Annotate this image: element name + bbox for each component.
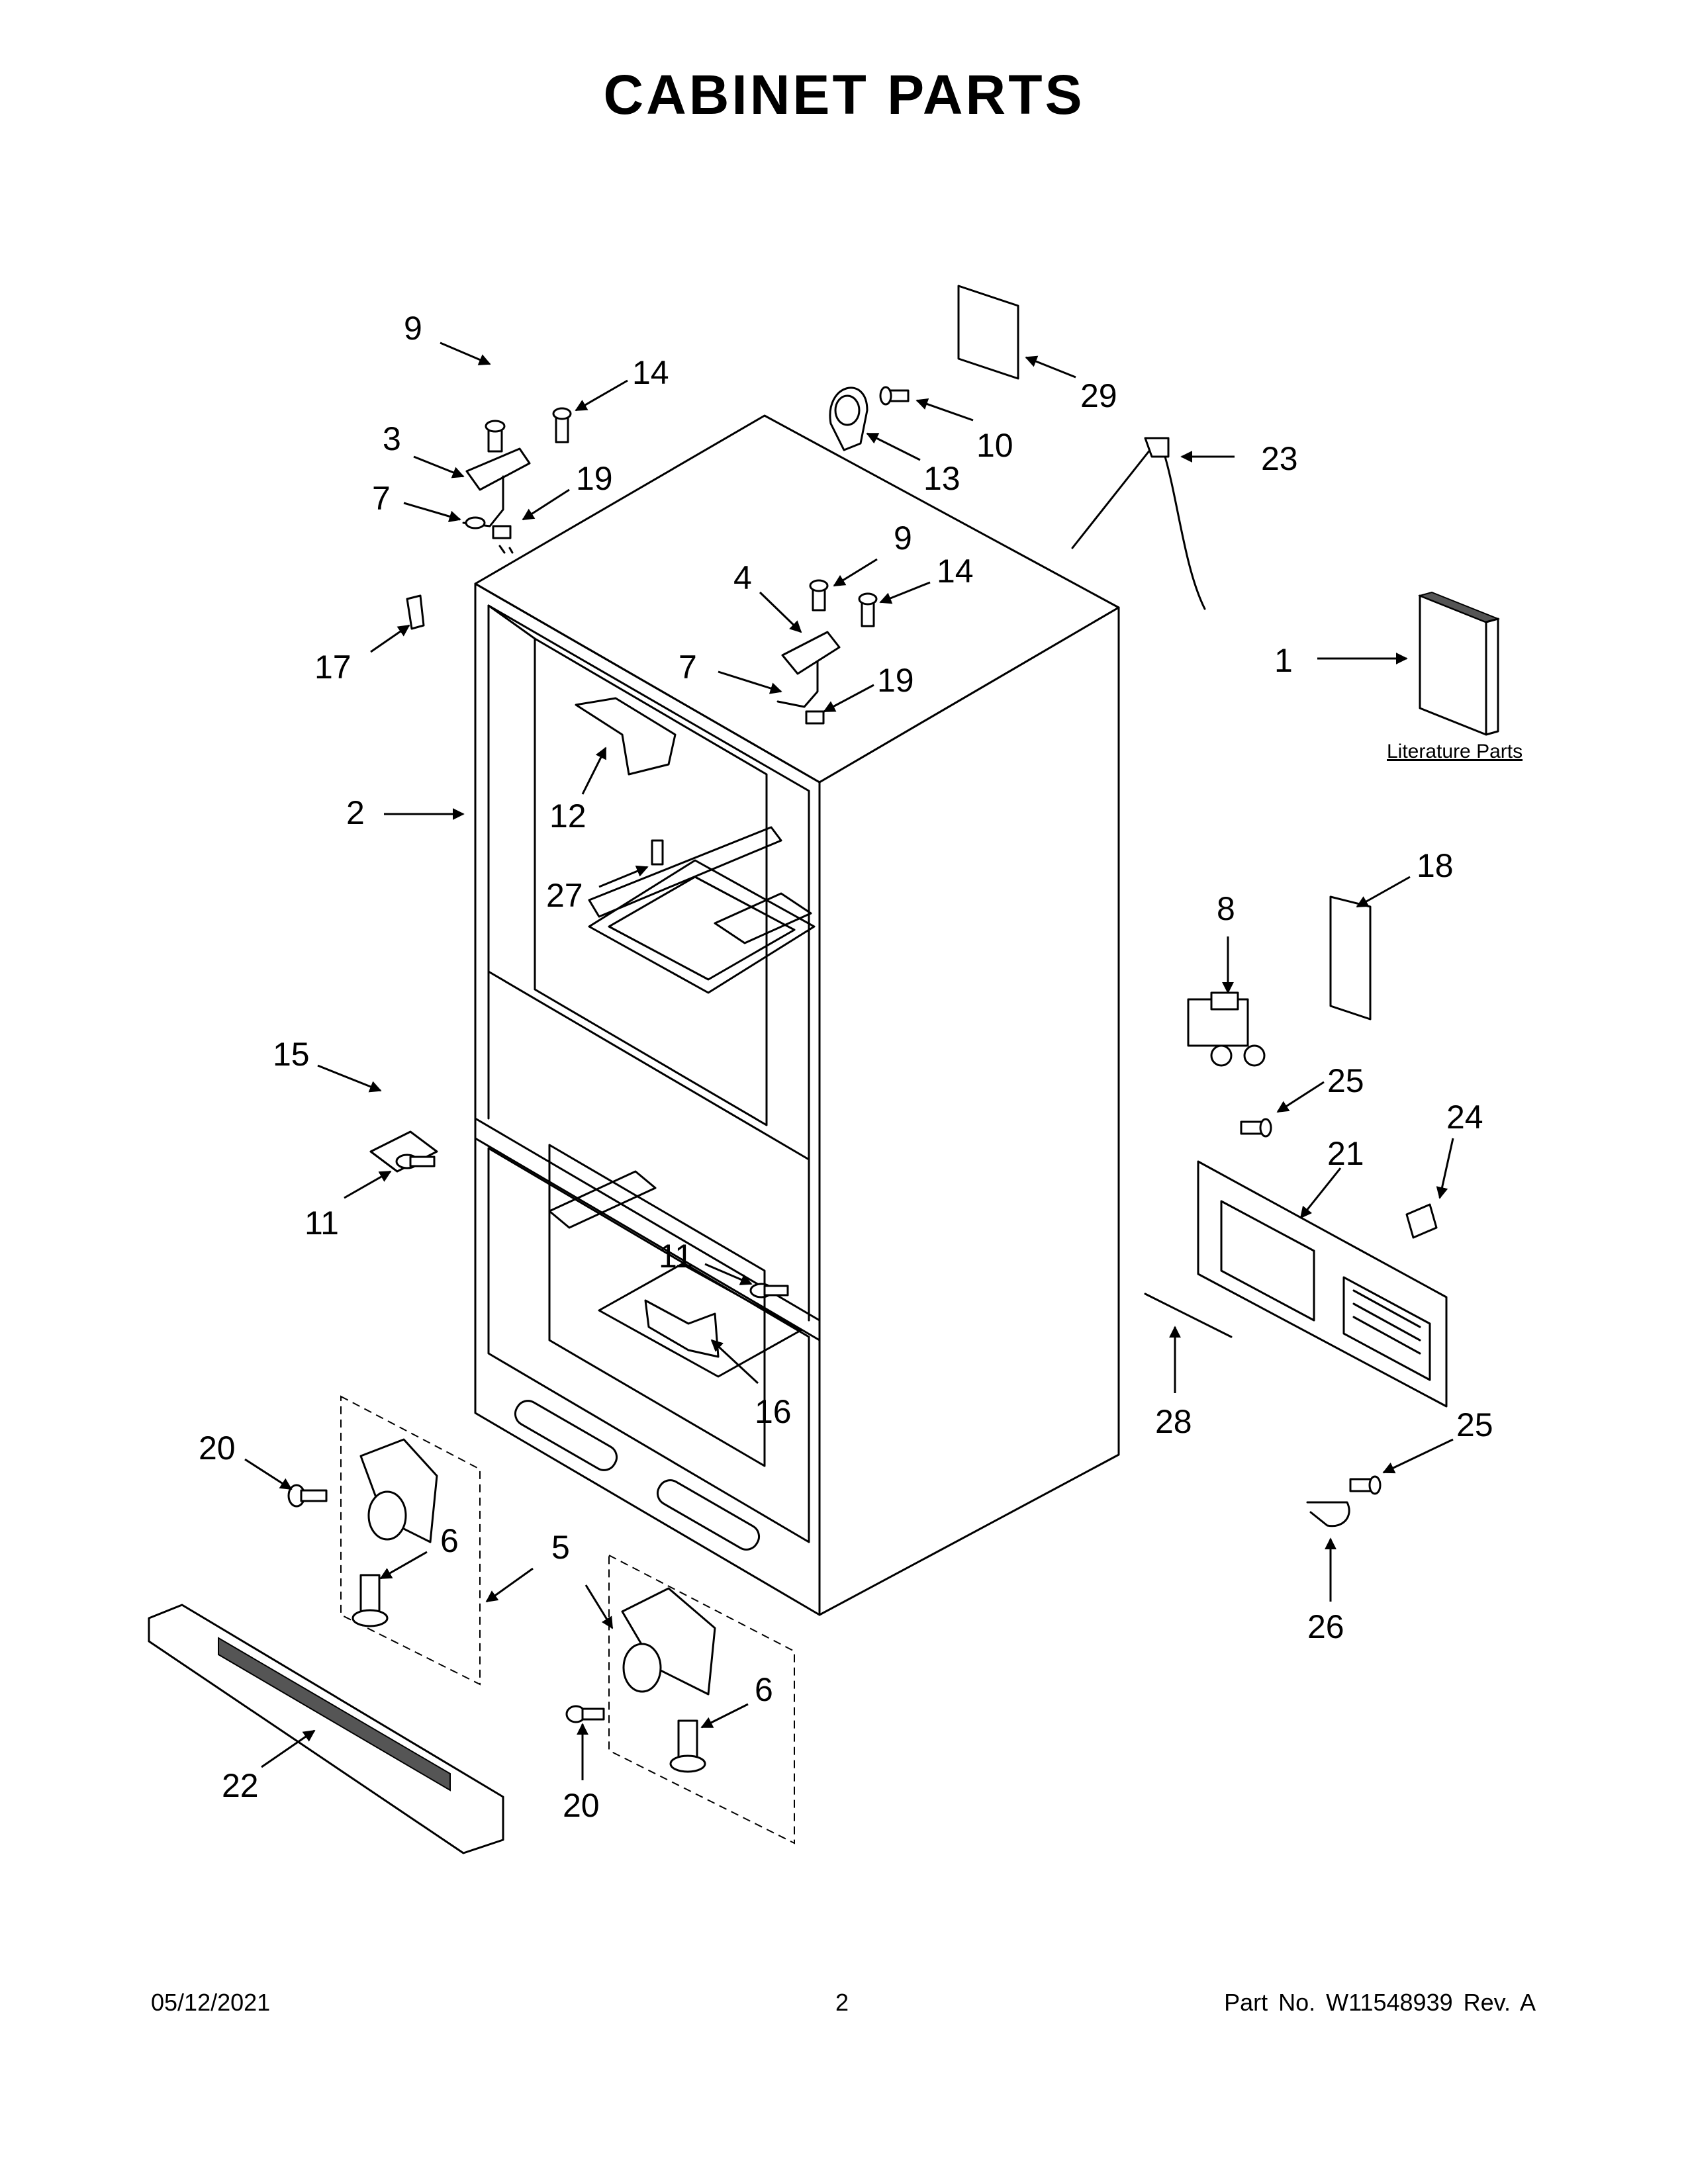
bracket-15 xyxy=(369,1130,438,1173)
callout: 19 xyxy=(576,460,613,497)
hinge-cap-13 xyxy=(829,387,868,451)
literature-parts-label: Literature Parts xyxy=(1387,741,1523,762)
callout: 9 xyxy=(894,520,912,557)
callout: 19 xyxy=(877,662,914,699)
callout: 16 xyxy=(755,1393,792,1430)
screw-25-lower xyxy=(1349,1475,1382,1495)
screw-20-left xyxy=(287,1484,328,1508)
bracket-12 xyxy=(575,697,677,776)
top-hinge-left xyxy=(462,447,531,554)
screw-14-top-left xyxy=(552,407,572,443)
screw-25-upper xyxy=(1240,1118,1272,1138)
screw-11-left xyxy=(395,1154,436,1169)
screw-10 xyxy=(879,386,910,406)
cover-18 xyxy=(1329,895,1372,1021)
hinge-shim-7-left xyxy=(465,516,486,529)
bracket-17 xyxy=(406,594,425,630)
callout: 13 xyxy=(923,460,961,497)
callout: 20 xyxy=(563,1787,600,1824)
callout: 7 xyxy=(372,480,391,517)
screw-9-top-left xyxy=(485,420,506,453)
screw-27 xyxy=(651,839,664,866)
screw-9-top-right xyxy=(809,579,829,612)
roller-assembly-right xyxy=(608,1554,795,1844)
callout: 12 xyxy=(549,797,586,835)
label-29 xyxy=(957,285,1019,380)
base-grille-22 xyxy=(148,1604,504,1854)
footer-part-number: Part No. W11548939 Rev. A xyxy=(1224,1989,1536,2016)
roller-assembly-left xyxy=(340,1395,481,1686)
callout: 11 xyxy=(659,1238,693,1275)
clamp-26 xyxy=(1306,1501,1350,1527)
callout: 14 xyxy=(632,354,669,391)
leader-lines xyxy=(244,341,1454,1780)
callout: 3 xyxy=(383,420,401,457)
callout: 21 xyxy=(1327,1135,1364,1172)
callout: 17 xyxy=(314,649,352,686)
clip-24 xyxy=(1405,1203,1438,1239)
screw-14-top-right xyxy=(858,592,878,627)
panel-21 xyxy=(1197,1160,1448,1408)
strip-28 xyxy=(1144,1293,1233,1338)
callout: 4 xyxy=(733,559,752,596)
callout: 10 xyxy=(976,427,1013,464)
footer-page-number: 2 xyxy=(835,1989,849,2016)
callout: 25 xyxy=(1456,1406,1493,1443)
callout: 26 xyxy=(1307,1608,1344,1645)
callout: 5 xyxy=(551,1529,570,1566)
callout: 7 xyxy=(679,649,697,686)
callout: 28 xyxy=(1155,1403,1192,1440)
callout: 18 xyxy=(1417,847,1454,884)
callout: 6 xyxy=(755,1671,773,1708)
bracket-16 xyxy=(644,1299,720,1358)
callout: 1 xyxy=(1274,642,1293,679)
callout: 6 xyxy=(440,1522,459,1559)
callout: 9 xyxy=(404,310,422,347)
page-title: CABINET PARTS xyxy=(603,64,1085,126)
callout: 8 xyxy=(1217,890,1235,927)
tube-23 xyxy=(1071,437,1206,610)
screw-20-right xyxy=(565,1705,605,1723)
callout: 27 xyxy=(546,877,583,914)
callout: 25 xyxy=(1327,1062,1364,1099)
callout: 15 xyxy=(273,1036,310,1073)
top-hinge-right xyxy=(776,631,841,725)
callout: 14 xyxy=(937,553,974,590)
water-valve-8 xyxy=(1187,991,1266,1067)
screw-11-lower xyxy=(749,1283,789,1298)
callout: 24 xyxy=(1446,1099,1483,1136)
callout: 29 xyxy=(1080,377,1117,414)
cabinet-body xyxy=(474,414,1120,1616)
callout: 20 xyxy=(199,1430,236,1467)
callout: 22 xyxy=(222,1767,259,1804)
literature-pack-1 xyxy=(1417,591,1501,736)
callout-labels: 9 14 3 19 7 17 10 13 29 23 9 4 14 7 19 1… xyxy=(199,310,1493,1824)
callout: 11 xyxy=(305,1205,339,1242)
callout: 23 xyxy=(1261,440,1298,477)
callout: 2 xyxy=(346,794,365,831)
footer-date: 05/12/2021 xyxy=(151,1989,271,2016)
